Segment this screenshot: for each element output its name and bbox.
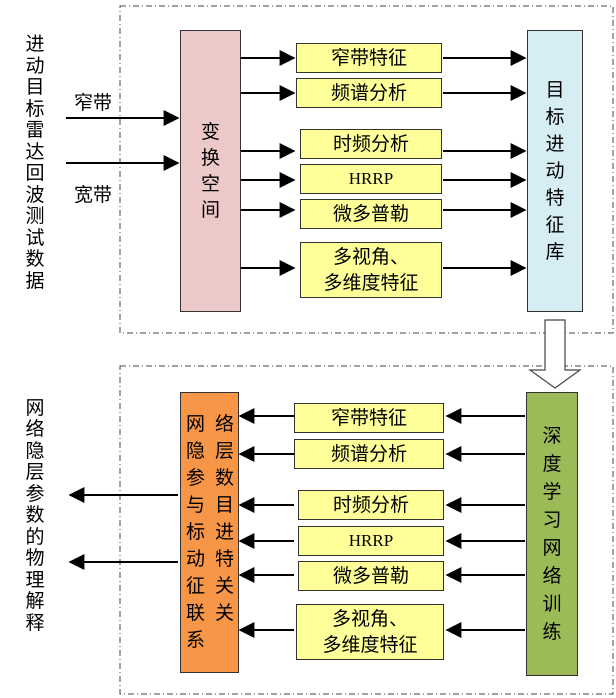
- top-feature-spectrum: 频谱分析: [296, 78, 442, 108]
- feature-to-library-arrows: [443, 50, 527, 276]
- bottom-section-frame: [119, 365, 614, 695]
- bottom-feature-multiview-line2: 多维度特征: [322, 634, 418, 656]
- top-feature-timefreq: 时频分析: [300, 129, 442, 159]
- wideband-label: 宽带: [74, 184, 113, 206]
- bottom-feature-hrrp: HRRP: [298, 526, 444, 556]
- transform-space-box: 变换 空间: [180, 30, 241, 312]
- bottom-feature-spectrum: 频谱分析: [294, 439, 444, 469]
- top-section-frame: [119, 5, 614, 334]
- bottom-feature-multiview-line1: 多视角、: [331, 608, 408, 630]
- narrowband-label: 窄带: [74, 92, 113, 114]
- top-feature-multiview: 多视角、 多维度特征: [300, 242, 442, 298]
- transform-to-feature-arrows: [240, 50, 296, 276]
- training-to-feature-arrows: [445, 408, 525, 638]
- input-data-label: 进动 目标 雷达 回波 测试 数据: [25, 33, 45, 292]
- library-to-training-arrow: [528, 319, 582, 389]
- top-feature-multiview-line2: 多维度特征: [323, 272, 419, 294]
- deep-learning-training-box: 深度 学习 网络 训练: [526, 392, 578, 676]
- top-feature-narrowband: 窄带特征: [296, 43, 442, 73]
- top-feature-multiview-line1: 多视角、: [332, 246, 409, 268]
- bottom-feature-multiview: 多视角、 多维度特征: [296, 604, 444, 660]
- top-feature-microdoppler: 微多普勒: [300, 199, 442, 229]
- bottom-feature-timefreq: 时频分析: [298, 490, 444, 520]
- parameter-association-box: 网隐 参与 标动 征联 系 络层 数目 进特 关关: [180, 392, 239, 673]
- feature-to-association-arrows: [238, 408, 294, 638]
- bottom-feature-narrowband: 窄带特征: [294, 403, 444, 433]
- bottom-feature-microdoppler: 微多普勒: [298, 561, 444, 591]
- top-feature-hrrp: HRRP: [300, 164, 442, 194]
- feature-library-box: 目标 进动 特征 库: [527, 30, 583, 312]
- output-interpretation-label: 网络 隐层 参数 的物 理解 释: [25, 396, 45, 634]
